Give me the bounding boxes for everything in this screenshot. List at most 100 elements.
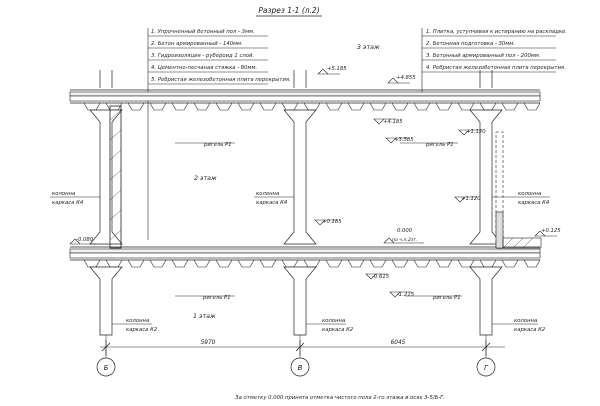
slab-rib	[215, 102, 233, 111]
axis-g-label: Г	[484, 364, 489, 372]
axis-v-bubble	[290, 357, 310, 377]
beam-label-lower-right: ригель Р1	[432, 295, 461, 301]
slab-rib	[105, 259, 123, 268]
column-shaft-upper	[283, 109, 317, 245]
floor-1-label: 1 этаж	[193, 313, 216, 320]
column-k4-mid-line-2: каркаса К4	[256, 200, 287, 206]
slab-rib	[281, 259, 299, 268]
slab-rib	[479, 259, 497, 268]
right-floor-notes: 1. Плитка, уступчивая к истиранию на рас…	[421, 28, 567, 96]
slab-rib	[303, 259, 321, 268]
beam-labels: ригель Р1 ригель Р1 ригель Р1 ригель Р1	[175, 142, 462, 301]
slab-rib	[325, 259, 343, 268]
right-note-line-2: 2. Бетонная подготовка - 30мм.	[426, 41, 515, 47]
elevation-zero: 0.000	[397, 228, 413, 234]
axis-b-label: Б	[104, 364, 109, 372]
column-shaft-lower	[469, 266, 503, 336]
dimension-right: 6045	[391, 340, 406, 346]
floor-2-label: 2 этаж	[194, 175, 217, 182]
elevation-0125: +0.125	[541, 228, 561, 234]
slab-rib	[83, 259, 101, 268]
slab-rib	[303, 102, 321, 111]
right-note-line-4: 4. Ребристая железобетонная плита перекр…	[426, 65, 566, 71]
dimension-line: 5970 6045	[100, 340, 505, 356]
elevation-minus-0615: -0.615	[372, 274, 390, 280]
slab-rib	[149, 102, 167, 111]
slab-rib	[413, 259, 431, 268]
slab-rib	[391, 102, 409, 111]
elevation-1120-upper: +1.120	[466, 129, 486, 135]
axis-b-bubble	[96, 357, 116, 377]
slab-rib	[171, 102, 189, 111]
elevation-minus-0080: -0.080	[76, 237, 94, 243]
column-k4-right-line-2: каркаса К4	[518, 200, 549, 206]
column-k4-right-line-1: колонна	[518, 191, 541, 197]
left-floor-notes: 1. Упрочненный бетонный пол - 3мм. 2. Бе…	[147, 28, 291, 240]
column-k2-mid-line-1: колонна	[322, 318, 345, 324]
slab-rib	[391, 259, 409, 268]
elevation-5185: +5.185	[327, 66, 347, 72]
slab-rib	[193, 259, 211, 268]
column-shaft-lower	[283, 266, 317, 336]
elevation-4185: +4.185	[383, 119, 403, 125]
beam-label-lower-left: ригель Р1	[202, 295, 231, 301]
slab-rib	[127, 102, 145, 111]
lower-slab	[69, 246, 541, 268]
dimension-left: 5970	[201, 340, 216, 346]
slab-rib	[237, 259, 255, 268]
column-k2-mid-line-2: каркаса К2	[322, 327, 354, 333]
column-k2-right-line-1: колонна	[514, 318, 537, 324]
drawing-title: Разрез 1-1 (л.2)	[258, 6, 319, 15]
column-shaft-lower	[89, 266, 123, 336]
slab-rib	[347, 102, 365, 111]
column-k4-mid-line-1: колонна	[256, 191, 279, 197]
slab-rib	[369, 259, 387, 268]
column-k2-left-line-2: каркаса К2	[126, 327, 158, 333]
slab-rib	[435, 259, 453, 268]
grid-axes: Б В Г	[96, 335, 496, 377]
beam-label-upper-right: ригель Р1	[425, 142, 454, 148]
elevation-zero-note: по ч.п.2эт.	[392, 237, 418, 243]
elevation-marks: +5.185 +4.855 +4.185 +3.585 +1.120 +1.12…	[69, 66, 561, 298]
elevation-1120-lower: +1.120	[461, 196, 481, 202]
slab-rib	[259, 102, 277, 111]
slab-rib	[259, 259, 277, 268]
slab-rib	[501, 259, 519, 268]
left-note-line-5: 5. Ребристая железобетонная плита перекр…	[151, 77, 291, 83]
column-labels: колонна каркаса К4 колонна каркаса К4 ко…	[50, 191, 550, 333]
elevation-3585: +3.585	[394, 137, 414, 143]
drawing-footnote: За отметку 0.000 принята отметка чистого…	[235, 395, 445, 401]
slab-rib	[193, 102, 211, 111]
left-note-line-2: 2. Бетон армированный - 140мм.	[151, 41, 243, 47]
slab-rib	[479, 102, 497, 111]
left-note-line-1: 1. Упрочненный бетонный пол - 3мм.	[151, 29, 255, 35]
elevation-minus-1215: -1.215	[397, 292, 415, 298]
axis-g-bubble	[476, 357, 496, 377]
elevation-minus-0185: +0.185	[322, 219, 342, 225]
left-note-line-3: 3. Гидроизоляция - рубероид 1 слой.	[151, 53, 254, 59]
slab-rib	[523, 259, 541, 268]
slab-rib	[149, 259, 167, 268]
column-k2-right-line-2: каркаса К2	[514, 327, 546, 333]
upper-column-stubs	[99, 70, 493, 88]
slab-rib	[435, 102, 453, 111]
slab-rib	[457, 102, 475, 111]
left-note-line-4: 4. Цементно-песчаная стяжка - 80мм.	[151, 65, 257, 71]
column-shaft-upper	[89, 109, 123, 245]
right-note-line-3: 3. Бетонный армированный пол - 200мм.	[426, 53, 541, 59]
column-k4-left-line-1: колонна	[52, 191, 75, 197]
columns	[89, 109, 503, 336]
slab-rib	[457, 259, 475, 268]
slab-rib	[413, 102, 431, 111]
slab-rib	[83, 102, 101, 111]
slab-rib	[215, 259, 233, 268]
slab-rib	[347, 259, 365, 268]
slab-rib	[105, 102, 123, 111]
column-k4-left-line-2: каркаса К4	[52, 200, 83, 206]
slab-rib	[127, 259, 145, 268]
slab-rib	[523, 102, 541, 111]
slab-rib	[237, 102, 255, 111]
elevation-4855: +4.855	[396, 75, 416, 81]
walls	[109, 105, 542, 249]
